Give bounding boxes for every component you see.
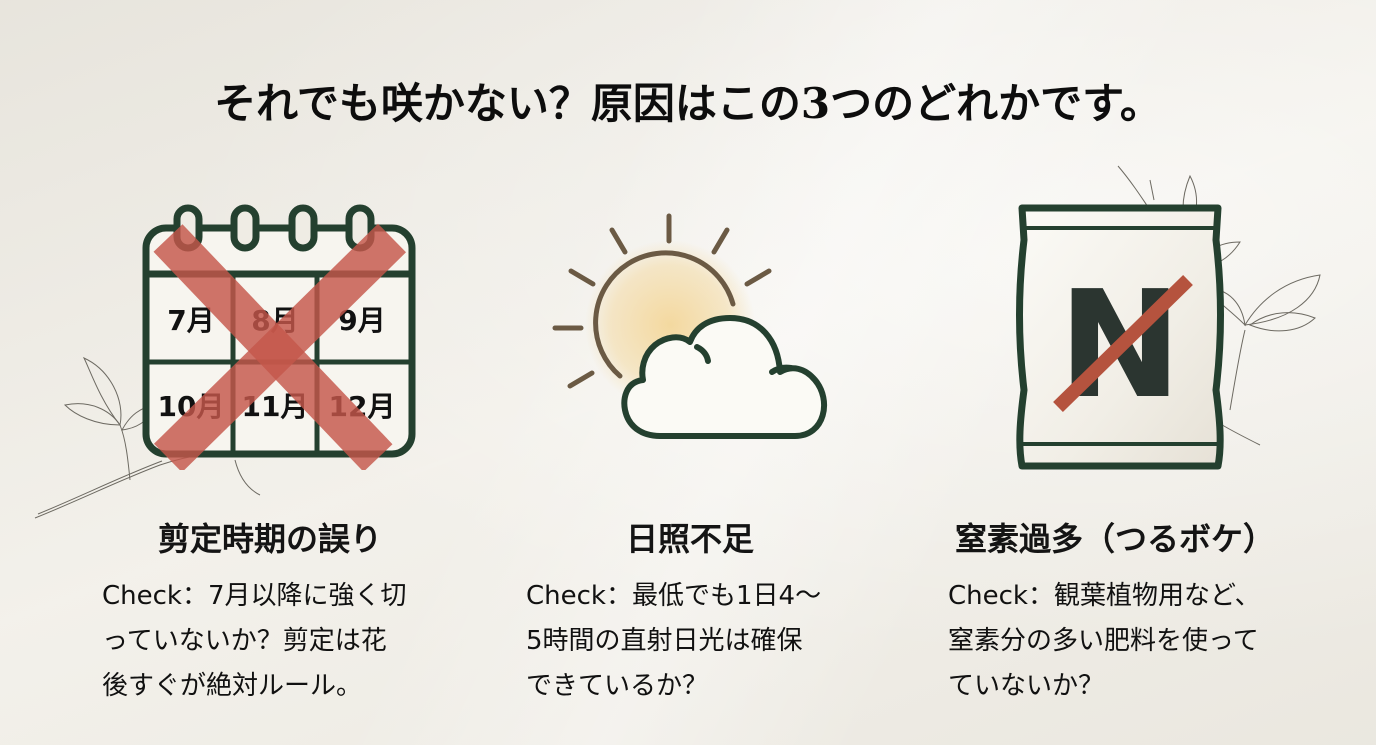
cause-heading: 窒素過多（つるボケ） — [954, 520, 1275, 558]
no-nitrogen-fertilizer-bag-icon: N — [1016, 204, 1224, 470]
cause-heading: 剪定時期の誤り — [157, 520, 382, 558]
cause-check-text: Check：最低でも1日4～ 5時間の直射日光は確保 できているか？ — [526, 581, 822, 701]
cause-heading: 日照不足 — [625, 520, 754, 558]
month-cell: 7月 — [167, 304, 214, 337]
sun-behind-cloud-icon — [552, 213, 827, 439]
cause-check-text: Check：7月以降に強く切 っていないか？剪定は花 後すぐが絶対ルール。 — [102, 581, 407, 701]
x-mark-icon — [153, 223, 407, 470]
page-title: それでも咲かない？原因はこの3つのどれかです。 — [214, 79, 1162, 128]
cause-check-text: Check：観葉植物用など、 窒素分の多い肥料を使って ていないか？ — [948, 581, 1261, 701]
crossed-calendar-icon: 7月 8月 9月 10月 11月 12月 — [142, 204, 416, 470]
